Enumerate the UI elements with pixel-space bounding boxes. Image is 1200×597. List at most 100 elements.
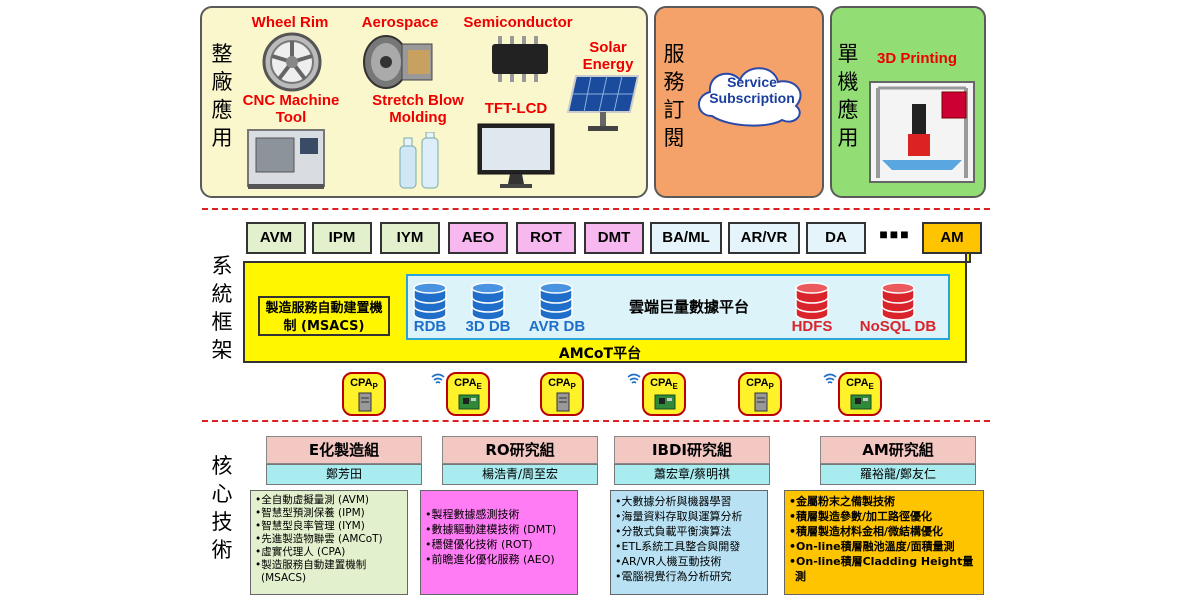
cpa-p-badge: CPAP — [738, 372, 782, 416]
list-item: •On-line積層融池溫度/面積量測 — [789, 540, 955, 553]
module-avm: AVM — [246, 222, 306, 254]
list-item: •穩健優化技術 (ROT) — [425, 538, 533, 551]
core-technology-label: 核心技術 — [211, 454, 233, 562]
circuit-board-icon — [850, 394, 872, 410]
cloud-icon — [698, 67, 802, 127]
database-icon-3d-db — [471, 282, 505, 320]
cpa-e-badge: CPAE — [446, 372, 490, 416]
separator-line-bottom — [202, 420, 990, 422]
cpa-p-badge: CPAP — [342, 372, 386, 416]
3d-printing-label: 3D Printing — [876, 50, 957, 67]
research-topics-list: •全自動虛擬量測 (AVM) •智慧型預測保養 (IPM) •智慧型良率管理 (… — [250, 490, 408, 595]
chip-icon — [492, 36, 548, 82]
list-item: •大數據分析與機器學習 — [615, 495, 732, 508]
cpa-p-badge: CPAP — [540, 372, 584, 416]
cpa-label: CPAE — [846, 377, 874, 392]
wifi-icon — [627, 373, 641, 384]
list-item: •先進製造物聯雲 (AMCoT) — [255, 533, 383, 545]
database-label-3d-db: 3D DB — [465, 318, 511, 335]
list-item: •數據驅動建模技術 (DMT) — [425, 523, 557, 536]
database-icon-avr-db — [539, 282, 573, 320]
server-icon — [556, 392, 570, 412]
module-aeo: AEO — [448, 222, 508, 254]
factory-application-label: 整廠應用 — [211, 42, 233, 150]
cpa-label: CPAE — [650, 377, 678, 392]
list-item: •金屬粉末之備製技術 — [789, 495, 896, 508]
research-group-members: 蕭宏章/蔡明祺 — [614, 464, 770, 485]
cloud-data-platform-title: 雲端巨量數據平台 — [628, 298, 749, 316]
jet-engine-icon — [363, 35, 433, 89]
list-item: •積層製造材料金相/微結構優化 — [789, 525, 944, 538]
list-item: •分散式負載平衡演算法 — [615, 525, 732, 538]
research-topics-list: •製程數據感測技術 •數據驅動建模技術 (DMT) •穩健優化技術 (ROT) … — [420, 490, 578, 595]
wifi-icon — [823, 373, 837, 384]
database-label-nosql-db: NoSQL DB — [859, 318, 937, 335]
bottles-icon — [399, 132, 439, 189]
research-group-members: 羅裕龍/鄭友仁 — [820, 464, 976, 485]
database-icon-nosql-db — [881, 282, 915, 320]
list-item: •ETL系統工具整合與開發 — [615, 540, 741, 553]
list-item: •製程數據感測技術 — [425, 508, 520, 521]
monitor-icon — [477, 123, 555, 188]
service-subscription-cloud-text: Service Subscription — [709, 74, 795, 106]
research-group-title: RO研究組 — [442, 436, 598, 464]
module-ellipsis: ■■■ — [879, 226, 911, 242]
server-icon — [754, 392, 768, 412]
circuit-board-icon — [654, 394, 676, 410]
research-group-title: AM研究組 — [820, 436, 976, 464]
3d-printer-icon — [869, 81, 975, 183]
list-item: 測 — [795, 570, 806, 583]
list-item: •前瞻進化優化服務 (AEO) — [425, 553, 555, 566]
database-icon-rdb — [413, 282, 447, 320]
research-topics-list: •大數據分析與機器學習 •海量資料存取與運算分析 •分散式負載平衡演算法 •ET… — [610, 490, 768, 595]
module-da: DA — [806, 222, 866, 254]
database-label-rdb: RDB — [413, 318, 447, 335]
solar-energy-label: Solar Energy — [582, 39, 634, 73]
cpa-label: CPAP — [350, 377, 378, 392]
list-item: •虛實代理人 (CPA) — [255, 546, 346, 558]
list-item: •智慧型預測保養 (IPM) — [255, 507, 365, 519]
msacs-box: 製造服務自動建置機制 (MSACS) — [258, 296, 390, 336]
tft-lcd-label: TFT-LCD — [484, 100, 548, 117]
research-topics-list: •金屬粉末之備製技術 •積層製造參數/加工路徑優化 •積層製造材料金相/微結構優… — [784, 490, 984, 595]
aerospace-label: Aerospace — [361, 14, 439, 31]
list-item: •智慧型良率管理 (IYM) — [255, 520, 365, 532]
amcot-platform-label: AMCoT平台 — [558, 346, 642, 362]
list-item: •製造服務自動建置機制 — [255, 559, 367, 571]
wifi-icon — [431, 373, 445, 384]
module-dmt: DMT — [584, 222, 644, 254]
list-item: (MSACS) — [261, 572, 307, 584]
cpa-label: CPAP — [746, 377, 774, 392]
wheel-rim-icon — [262, 32, 322, 92]
list-item: •AR/VR人機互動技術 — [615, 555, 722, 568]
framework-label: 系統框架 — [211, 254, 233, 362]
cpa-e-badge: CPAE — [838, 372, 882, 416]
solar-panel-icon — [566, 75, 640, 131]
module-rot: ROT — [516, 222, 576, 254]
database-label-hdfs: HDFS — [791, 318, 833, 335]
list-item: •On-line積層Cladding Height量 — [789, 555, 974, 568]
circuit-board-icon — [458, 394, 480, 410]
service-subscription-label: 服務訂閱 — [663, 42, 685, 150]
database-label-avr-db: AVR DB — [528, 318, 586, 335]
module-am: AM — [922, 222, 982, 254]
research-group-members: 鄭芳田 — [266, 464, 422, 485]
server-icon — [358, 392, 372, 412]
cnc-machine-icon — [247, 129, 325, 189]
wheel-rim-label: Wheel Rim — [251, 14, 329, 31]
separator-line-top — [202, 208, 990, 210]
module-iym: IYM — [380, 222, 440, 254]
module-ar-vr: AR/VR — [728, 222, 800, 254]
list-item: •海量資料存取與運算分析 — [615, 510, 743, 523]
research-group-members: 楊浩青/周至宏 — [442, 464, 598, 485]
database-icon-hdfs — [795, 282, 829, 320]
cpa-e-badge: CPAE — [642, 372, 686, 416]
single-machine-label: 單機應用 — [837, 42, 859, 150]
cpa-label: CPAP — [548, 377, 576, 392]
module-ba-ml: BA/ML — [650, 222, 722, 254]
stretch-blow-label: Stretch Blow Molding — [372, 92, 464, 126]
list-item: •全自動虛擬量測 (AVM) — [255, 494, 369, 506]
cnc-label: CNC Machine Tool — [242, 92, 340, 126]
list-item: •積層製造參數/加工路徑優化 — [789, 510, 933, 523]
